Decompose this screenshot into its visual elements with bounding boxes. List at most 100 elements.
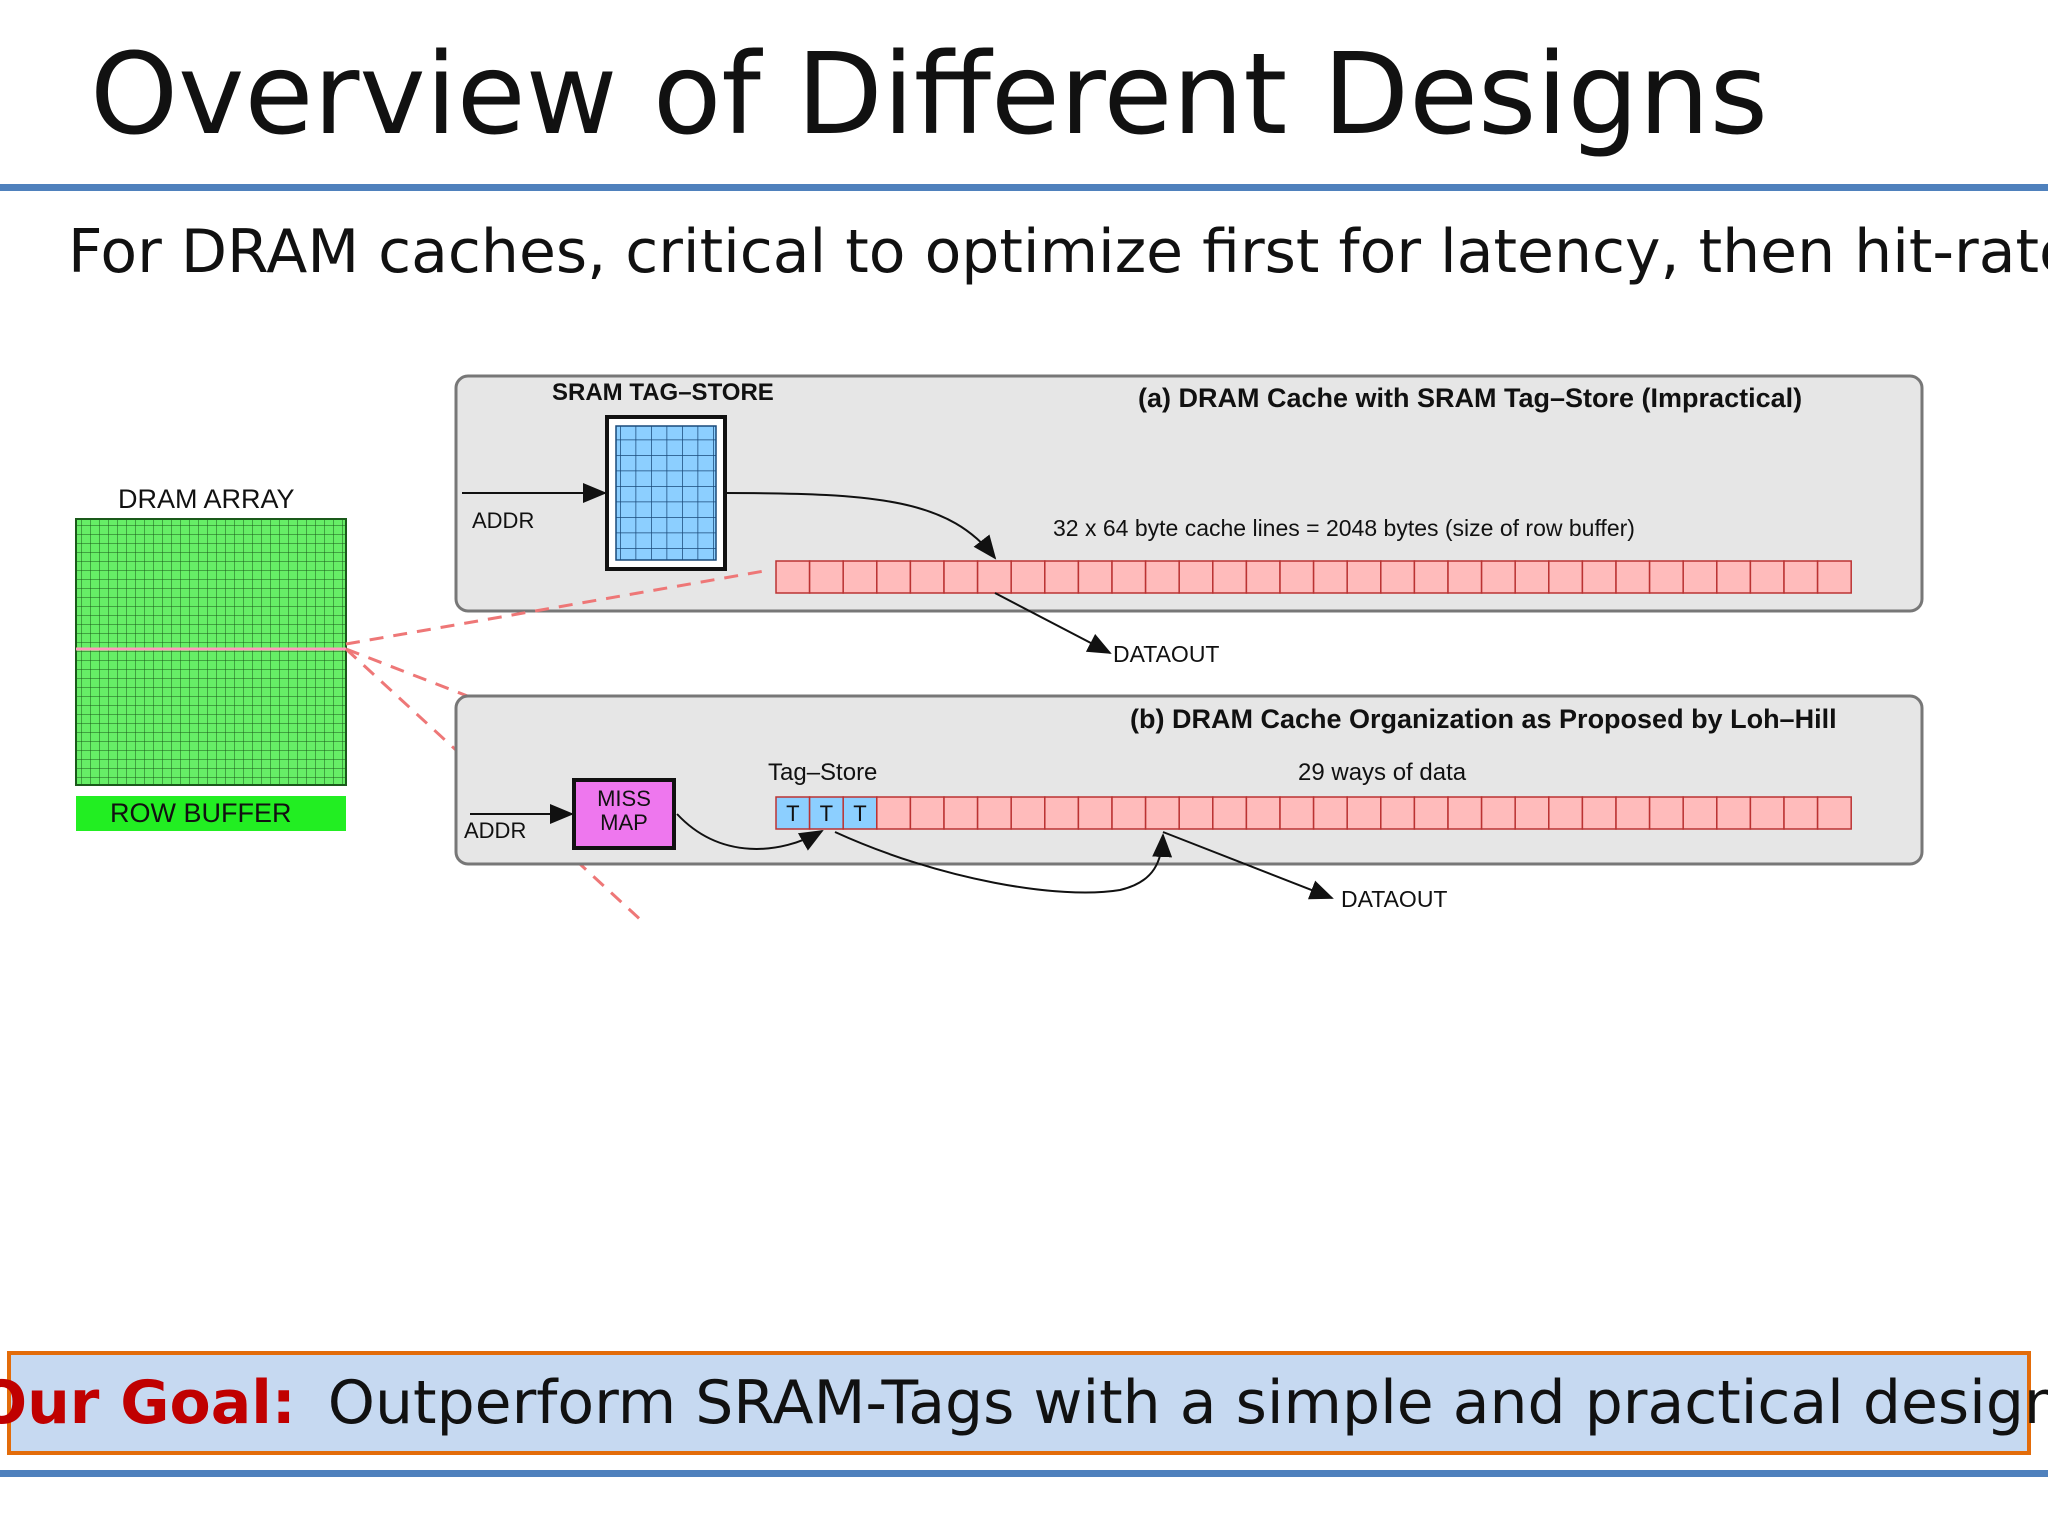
dram-array — [75, 518, 347, 786]
cache-line-cell — [1716, 560, 1752, 594]
cache-line-cell — [1312, 796, 1348, 830]
panel-b-title: (b) DRAM Cache Organization as Proposed … — [1130, 704, 1837, 734]
cache-line-cell — [1716, 796, 1752, 830]
panel-a-box — [454, 374, 1924, 613]
cache-line-cell — [943, 560, 979, 594]
cache-line-cell — [1144, 560, 1180, 594]
tag-cell-label: T — [786, 801, 799, 826]
dram-cache-diagram: (a) DRAM Cache with SRAM Tag–Store (Impr… — [75, 374, 1924, 924]
cache-line-cell — [1212, 560, 1248, 594]
cache-line-cell — [1312, 560, 1348, 594]
tag-cell-label: T — [853, 801, 866, 826]
cache-line-cell — [1346, 560, 1382, 594]
cache-line-cell — [1816, 796, 1852, 830]
cache-lines-label: 32 x 64 byte cache lines = 2048 bytes (s… — [1053, 515, 1635, 541]
panel-a-addr-label: ADDR — [472, 508, 534, 533]
tag-cell — [775, 796, 811, 830]
cache-line-cell — [1581, 796, 1617, 830]
slide-subtitle: For DRAM caches, critical to optimize fi… — [68, 217, 2048, 287]
cache-line-cell — [1648, 796, 1684, 830]
ways-of-data-label: 29 ways of data — [1298, 759, 1467, 786]
miss-map-label-line1: MISS — [597, 786, 651, 811]
cache-line-cell — [876, 796, 912, 830]
cache-line-cell — [1413, 560, 1449, 594]
cache-line-cell — [1447, 796, 1483, 830]
cache-line-cell — [775, 560, 811, 594]
cache-line-cell — [808, 560, 844, 594]
panel-b-tag-store-label: Tag–Store — [768, 759, 877, 786]
sram-tag-grid — [615, 425, 717, 561]
top-divider — [0, 184, 2048, 191]
panel-a-tag-to-line-arrow — [724, 492, 997, 560]
cache-line-cell — [1279, 560, 1315, 594]
cache-line-cell — [1178, 796, 1214, 830]
tag-cell — [808, 796, 844, 830]
goal-label: Our Goal: — [0, 1368, 296, 1438]
panel-b-tag-to-data-arrow — [834, 831, 1173, 894]
row-buffer — [76, 796, 346, 831]
slide-title: Overview of Different Designs — [90, 30, 1768, 160]
cache-line-cell — [1178, 560, 1214, 594]
goal-box: Our Goal: Outperform SRAM-Tags with a si… — [0, 1351, 2048, 1455]
cache-line-cell — [1816, 560, 1852, 594]
cache-line-cell — [1144, 796, 1180, 830]
cache-line-cell — [943, 796, 979, 830]
panel-b-dataout-label: DATAOUT — [1341, 886, 1447, 912]
panel-b-dataout-arrow — [1162, 831, 1334, 900]
cache-line-cell — [909, 560, 945, 594]
cache-line-cell — [1749, 796, 1785, 830]
cache-line-cell — [1380, 560, 1416, 594]
cache-line-cell — [1044, 560, 1080, 594]
miss-map — [572, 778, 676, 850]
cache-line-cell — [1480, 560, 1516, 594]
cache-line-cell — [1682, 560, 1718, 594]
cache-line-cell — [1077, 796, 1113, 830]
cache-line-cell — [1514, 560, 1550, 594]
cache-line-cell — [976, 796, 1012, 830]
cache-line-cell — [1480, 796, 1516, 830]
sram-tag-store-label: SRAM TAG–STORE — [552, 379, 774, 406]
cache-line-cell — [1380, 796, 1416, 830]
miss-map-label-line2: MAP — [600, 810, 648, 835]
panel-a-dataout-label: DATAOUT — [1113, 641, 1219, 667]
bottom-divider — [0, 1470, 2048, 1477]
cache-line-cell — [1010, 560, 1046, 594]
tag-cell-label: T — [820, 801, 833, 826]
dram-array-label: DRAM ARRAY — [118, 484, 295, 514]
cache-line-cell — [909, 796, 945, 830]
panel-b-missmap-to-tag-arrow — [676, 813, 824, 851]
cache-line-cell — [1548, 560, 1584, 594]
goal-text: Outperform SRAM-Tags with a simple and p… — [327, 1368, 2048, 1438]
cache-line-cell — [1615, 796, 1651, 830]
cache-line-cell — [1447, 560, 1483, 594]
cache-line-cell — [1548, 796, 1584, 830]
cache-line-cell — [976, 560, 1012, 594]
cache-line-cell — [1783, 796, 1819, 830]
cache-line-cell — [1682, 796, 1718, 830]
cache-line-cell — [1581, 560, 1617, 594]
cache-line-cell — [1749, 560, 1785, 594]
cache-line-cell — [1648, 560, 1684, 594]
cache-line-cell — [1413, 796, 1449, 830]
cache-line-cell — [1783, 560, 1819, 594]
panel-a-title: (a) DRAM Cache with SRAM Tag–Store (Impr… — [1138, 383, 1802, 413]
cache-line-cell — [1346, 796, 1382, 830]
cache-line-cell — [1279, 796, 1315, 830]
cache-line-cell — [1212, 796, 1248, 830]
cache-line-cell — [842, 560, 878, 594]
panel-a-cache-lines — [775, 560, 1852, 594]
cache-line-cell — [1010, 796, 1046, 830]
panel-b-addr-label: ADDR — [464, 818, 526, 843]
panel-a-dataout-arrow — [994, 592, 1112, 654]
cache-line-cell — [1044, 796, 1080, 830]
cache-line-cell — [876, 560, 912, 594]
cache-line-cell — [1245, 796, 1281, 830]
row-buffer-label: ROW BUFFER — [110, 798, 292, 828]
cache-line-cell — [1245, 560, 1281, 594]
cache-line-cell — [1077, 560, 1113, 594]
cache-line-cell — [1615, 560, 1651, 594]
cache-line-cell — [1514, 796, 1550, 830]
cache-line-cell — [1111, 560, 1147, 594]
cache-line-cell — [1111, 796, 1147, 830]
